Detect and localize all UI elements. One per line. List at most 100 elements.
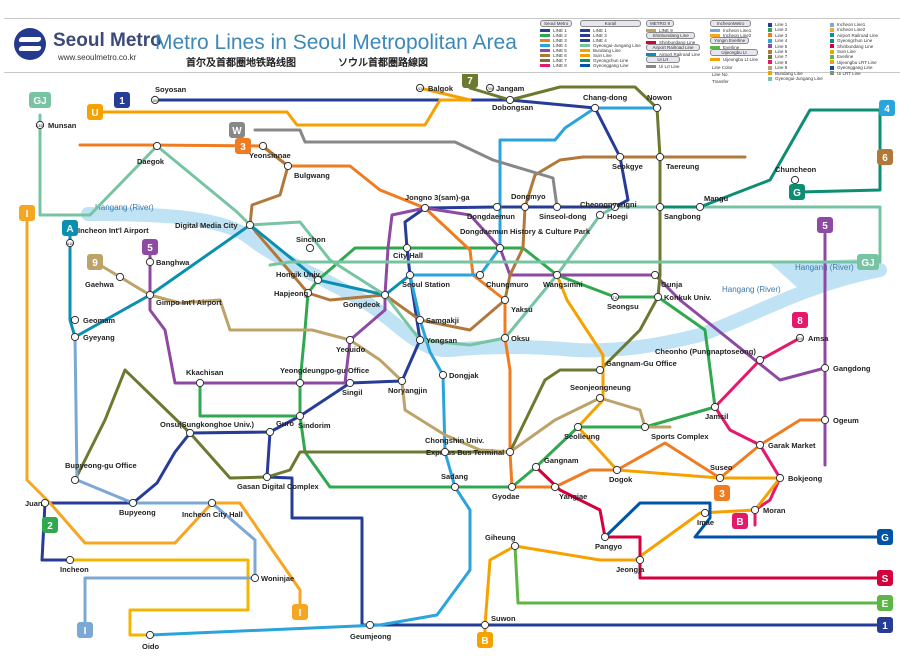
station[interactable]: Woninjae xyxy=(250,573,294,583)
station-marker[interactable] xyxy=(652,103,662,113)
station-marker[interactable] xyxy=(245,220,255,230)
line-1-path[interactable] xyxy=(40,98,630,562)
station[interactable]: Bupyeong-gu Office xyxy=(65,461,137,485)
station-marker[interactable] xyxy=(420,203,430,213)
station-marker[interactable] xyxy=(485,83,495,93)
station-marker[interactable] xyxy=(185,428,195,438)
station-marker[interactable] xyxy=(695,202,705,212)
station-marker[interactable] xyxy=(65,238,75,248)
station-marker[interactable] xyxy=(500,295,510,305)
brand-url[interactable]: www.seoulmetro.co.kr xyxy=(58,53,137,62)
station-marker[interactable] xyxy=(505,447,515,457)
station[interactable]: Chongshin Univ. xyxy=(425,436,484,457)
station-marker[interactable] xyxy=(115,272,125,282)
station[interactable]: Yeongdeungpo-gu Office xyxy=(280,366,369,388)
station-marker[interactable] xyxy=(402,243,412,253)
station-marker[interactable] xyxy=(820,415,830,425)
station[interactable]: Gangdong xyxy=(820,363,871,373)
station[interactable]: Dobongsan xyxy=(492,95,534,112)
line-badge-1[interactable]: 1 xyxy=(114,92,130,108)
station-marker[interactable] xyxy=(415,335,425,345)
station-marker[interactable] xyxy=(635,555,645,565)
station-marker[interactable] xyxy=(507,482,517,492)
station-marker[interactable] xyxy=(380,290,390,300)
station[interactable]: Yongsan xyxy=(415,335,458,345)
station-marker[interactable] xyxy=(440,447,450,457)
station[interactable]: Yeouido xyxy=(336,335,366,354)
station[interactable]: Gaehwa xyxy=(85,272,125,289)
station[interactable]: Suwon xyxy=(480,614,516,630)
station-marker[interactable] xyxy=(500,333,510,343)
station[interactable]: Bupyeong xyxy=(119,498,156,517)
station[interactable]: Geomam xyxy=(70,315,115,325)
station[interactable]: Jongno 3(sam)-ga xyxy=(405,193,470,213)
station[interactable]: Konkuk Univ. xyxy=(653,292,711,302)
station-marker[interactable] xyxy=(520,202,530,212)
line-b-path[interactable] xyxy=(483,273,782,642)
line-i-path[interactable] xyxy=(73,335,257,632)
station-marker[interactable] xyxy=(653,292,663,302)
station-marker[interactable] xyxy=(505,95,515,105)
station[interactable]: Bokjeong xyxy=(775,473,823,483)
line-2-path[interactable] xyxy=(298,246,717,489)
station-marker[interactable] xyxy=(795,333,805,343)
station[interactable]: Gyeyang xyxy=(70,332,115,342)
line-badge-9[interactable]: 9 xyxy=(87,254,103,270)
station-marker[interactable] xyxy=(207,498,217,508)
line-badge-2[interactable]: 2 xyxy=(42,517,58,533)
station-marker[interactable] xyxy=(595,393,605,403)
station-marker[interactable] xyxy=(283,161,293,171)
station[interactable]: Sinseol-dong xyxy=(539,202,587,221)
station[interactable]: Wangsimni xyxy=(543,270,583,289)
station[interactable]: Bulgwang xyxy=(283,161,330,180)
line-2-path[interactable] xyxy=(198,381,302,418)
station-marker[interactable] xyxy=(775,473,785,483)
station[interactable]: Jamsil xyxy=(705,402,728,421)
line-badge-4[interactable]: 4 xyxy=(879,100,895,116)
line-badge-e[interactable]: E xyxy=(877,595,893,611)
line-badge-s[interactable]: S xyxy=(877,570,893,586)
station-marker[interactable] xyxy=(531,462,541,472)
station-marker[interactable] xyxy=(345,378,355,388)
station-marker[interactable] xyxy=(70,315,80,325)
station-marker[interactable] xyxy=(145,257,155,267)
station-marker[interactable] xyxy=(475,270,485,280)
station[interactable]: Seonjeongneung xyxy=(570,383,631,403)
station-marker[interactable] xyxy=(152,141,162,151)
station[interactable]: Gyodae xyxy=(492,482,520,501)
line-3-path[interactable] xyxy=(78,143,827,489)
line-7-path[interactable] xyxy=(73,85,662,482)
station-marker[interactable] xyxy=(303,288,313,298)
line-badge-7[interactable]: 7 xyxy=(462,74,478,88)
line-w-path[interactable] xyxy=(253,128,559,209)
station-marker[interactable] xyxy=(495,243,505,253)
station-marker[interactable] xyxy=(128,498,138,508)
station[interactable]: Yaksu xyxy=(500,295,533,314)
station-marker[interactable] xyxy=(480,620,490,630)
line-badge-1[interactable]: 1 xyxy=(877,617,893,633)
station[interactable]: Singil xyxy=(342,378,362,397)
station[interactable]: Sadang xyxy=(441,472,469,492)
station[interactable]: Dongjak xyxy=(438,370,479,380)
station[interactable]: Gimpo Int'l Airport xyxy=(145,290,222,307)
station-marker[interactable] xyxy=(615,152,625,162)
station-marker[interactable] xyxy=(755,440,765,450)
station-marker[interactable] xyxy=(655,152,665,162)
station[interactable]: Samgakji xyxy=(415,315,459,325)
station-marker[interactable] xyxy=(70,332,80,342)
station-marker[interactable] xyxy=(250,573,260,583)
station-marker[interactable] xyxy=(790,175,800,185)
station-marker[interactable] xyxy=(715,473,725,483)
station-marker[interactable] xyxy=(552,202,562,212)
station[interactable]: Nowon xyxy=(647,93,672,113)
station[interactable]: Dogok xyxy=(609,465,633,484)
line-badge-6[interactable]: 6 xyxy=(877,149,893,165)
station-marker[interactable] xyxy=(305,243,315,253)
line-u-path[interactable] xyxy=(418,86,472,102)
station-marker[interactable] xyxy=(510,541,520,551)
